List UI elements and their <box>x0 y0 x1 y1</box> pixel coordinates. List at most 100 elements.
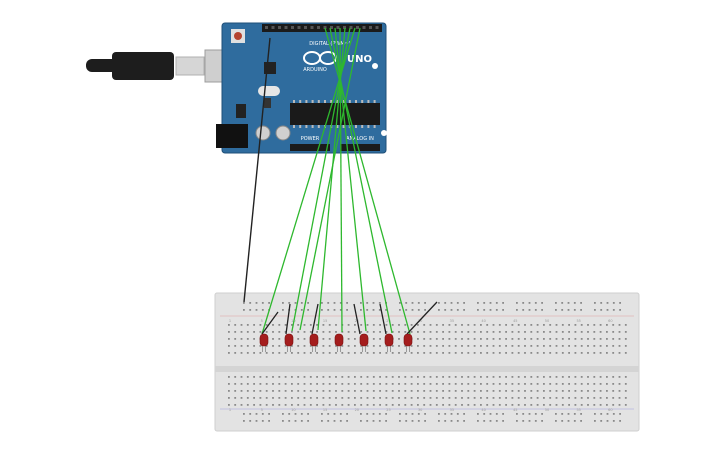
breadboard-hole <box>294 420 297 422</box>
breadboard-hole <box>429 338 432 340</box>
ground-wire[interactable] <box>243 37 271 303</box>
breadboard-hole <box>272 345 274 347</box>
led[interactable] <box>334 333 344 352</box>
breadboard-hole <box>522 302 525 304</box>
breadboard-hole <box>309 345 312 347</box>
breadboard-hole <box>587 383 589 385</box>
breadboard-hole <box>511 390 514 392</box>
breadboard-hole <box>555 383 558 385</box>
led-ground-wire[interactable] <box>406 301 438 335</box>
breadboard-hole <box>505 397 507 399</box>
breadboard-hole <box>456 413 459 415</box>
breadboard-hole <box>593 338 596 340</box>
breadboard-hole <box>339 413 342 415</box>
breadboard[interactable]: 1155101015152020252530303535404045455050… <box>214 292 640 432</box>
breadboard-hole <box>438 309 440 311</box>
breadboard-hole <box>543 338 545 340</box>
breadboard-hole <box>549 404 552 406</box>
breadboard-hole <box>511 376 514 378</box>
breadboard-hole <box>303 352 306 354</box>
breadboard-hole <box>555 390 558 392</box>
breadboard-hole <box>492 345 495 347</box>
breadboard-hole <box>385 397 388 399</box>
breadboard-hole <box>423 376 426 378</box>
breadboard-hole <box>574 397 577 399</box>
led-ground-wire[interactable] <box>285 303 291 335</box>
breadboard-hole <box>498 404 501 406</box>
breadboard-hole <box>246 338 249 340</box>
breadboard-hole <box>612 302 615 304</box>
breadboard-hole <box>587 404 589 406</box>
led[interactable] <box>309 333 319 352</box>
signal-wire[interactable] <box>329 27 393 334</box>
row-number-top: 5 <box>261 319 263 323</box>
breadboard-hole <box>567 302 570 304</box>
breadboard-hole <box>385 309 387 311</box>
breadboard-hole <box>405 420 408 422</box>
breadboard-hole <box>530 345 533 347</box>
breadboard-hole <box>495 302 498 304</box>
breadboard-hole <box>448 331 451 333</box>
breadboard-hole <box>555 338 558 340</box>
arduino-uno-board[interactable]: DIGITAL (PWM~) UNO ARDUINO POWER ANALOG … <box>216 22 387 154</box>
signal-wire[interactable] <box>324 27 411 335</box>
breadboard-hole <box>423 345 426 347</box>
breadboard-hole <box>240 383 243 385</box>
breadboard-hole <box>536 345 539 347</box>
led[interactable] <box>284 333 294 352</box>
breadboard-hole <box>253 338 255 340</box>
breadboard-hole <box>259 352 262 354</box>
breadboard-hole <box>303 383 306 385</box>
breadboard-hole <box>524 345 526 347</box>
breadboard-hole <box>580 413 582 415</box>
breadboard-hole <box>379 383 381 385</box>
breadboard-hole <box>524 390 526 392</box>
breadboard-hole <box>461 345 463 347</box>
breadboard-hole <box>444 302 447 304</box>
led[interactable] <box>403 333 413 352</box>
breadboard-center-channel <box>215 366 639 372</box>
breadboard-hole <box>328 390 331 392</box>
breadboard-hole <box>473 352 476 354</box>
led-ground-wire[interactable] <box>353 303 361 335</box>
breadboard-hole <box>347 397 350 399</box>
breadboard-hole <box>450 420 453 422</box>
breadboard-hole <box>335 331 337 333</box>
led-ground-wire[interactable] <box>261 311 279 335</box>
breadboard-hole <box>442 383 444 385</box>
breadboard-hole <box>322 352 325 354</box>
led[interactable] <box>384 333 394 352</box>
led-ground-wire[interactable] <box>311 303 319 335</box>
breadboard-hole <box>259 376 262 378</box>
breadboard-hole <box>321 302 323 304</box>
breadboard-hole <box>366 420 369 422</box>
chip-leg <box>336 100 339 103</box>
breadboard-hole <box>463 309 465 311</box>
led[interactable] <box>259 333 269 352</box>
breadboard-hole <box>543 376 545 378</box>
breadboard-hole <box>228 390 230 392</box>
breadboard-hole <box>360 397 363 399</box>
leds[interactable] <box>259 333 413 352</box>
breadboard-hole <box>498 345 501 347</box>
breadboard-hole <box>391 324 394 326</box>
breadboard-hole <box>378 413 381 415</box>
signal-wire[interactable] <box>299 27 361 331</box>
breadboard-hole <box>429 404 432 406</box>
breadboard-hole <box>480 383 482 385</box>
row-number-bottom: 40 <box>481 408 485 412</box>
breadboard-hole <box>438 420 440 422</box>
breadboard-hole <box>366 331 369 333</box>
breadboard-hole <box>272 383 274 385</box>
breadboard-hole <box>391 376 394 378</box>
row-number-bottom: 20 <box>355 408 359 412</box>
breadboard-hole <box>354 397 356 399</box>
row-number-top: 45 <box>513 319 517 323</box>
breadboard-hole <box>486 376 489 378</box>
wires[interactable] <box>243 27 438 335</box>
breadboard-hole <box>612 352 615 354</box>
led[interactable] <box>359 333 369 352</box>
led-ground-wire[interactable] <box>379 303 387 335</box>
breadboard-hole <box>463 302 465 304</box>
